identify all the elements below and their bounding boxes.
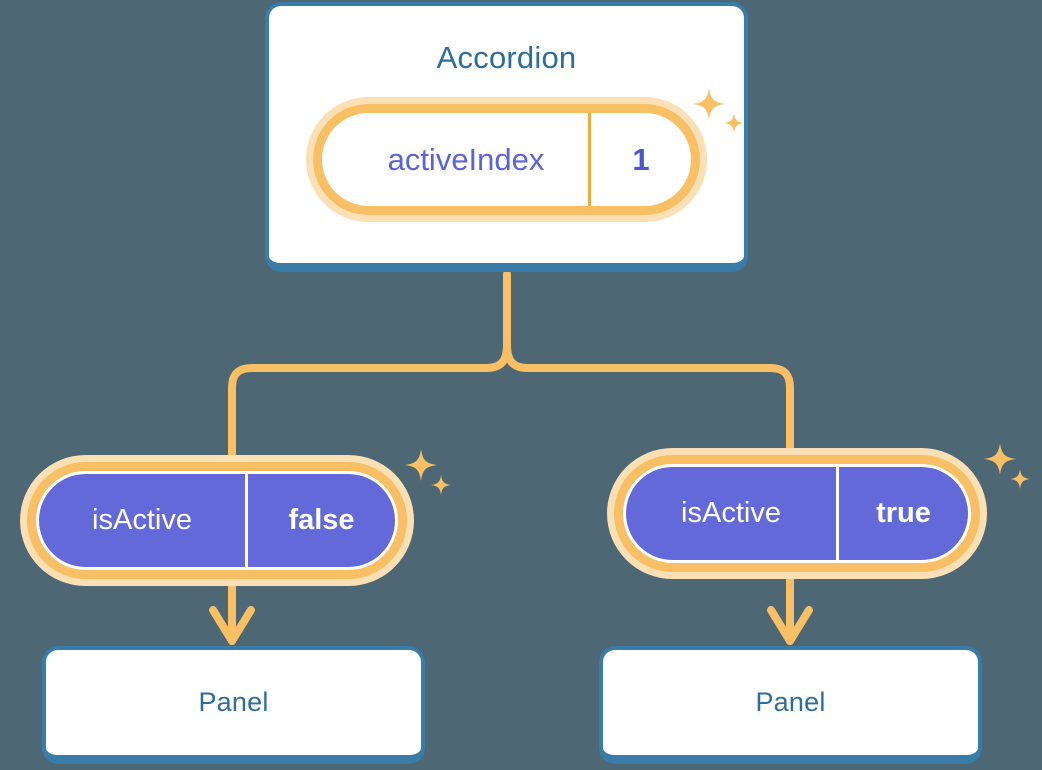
- prop-badge-ring: isActive true: [614, 455, 980, 572]
- prop-badge-ring: activeIndex 1: [313, 104, 700, 215]
- sparkle-cluster-right: [984, 443, 1030, 489]
- prop-badge-is-active-true[interactable]: isActive true: [607, 448, 987, 579]
- prop-badge-body: activeIndex 1: [322, 113, 691, 206]
- accordion-card-title: Accordion: [436, 40, 577, 75]
- prop-value-is-active-right: true: [836, 467, 968, 560]
- tree-branch-icon: [503, 341, 794, 457]
- panel-card-left[interactable]: Panel: [42, 646, 425, 764]
- prop-key-is-active-right: isActive: [681, 497, 781, 529]
- prop-badge-ring: isActive false: [27, 462, 407, 579]
- arrow-down-icon: [767, 575, 813, 645]
- prop-key-active-index: activeIndex: [387, 141, 545, 177]
- prop-badge-body: isActive false: [36, 471, 398, 570]
- sparkle-icon: [984, 443, 1016, 475]
- prop-value-is-active-left: false: [245, 474, 395, 567]
- prop-badge-body: isActive true: [623, 464, 971, 563]
- prop-key-is-active-left: isActive: [92, 504, 192, 536]
- panel-left-title: Panel: [198, 687, 269, 717]
- prop-badge-active-index[interactable]: activeIndex 1: [306, 97, 707, 222]
- panel-card-right[interactable]: Panel: [599, 646, 982, 764]
- sparkle-icon: [1010, 469, 1030, 489]
- prop-value-active-index: 1: [588, 113, 691, 206]
- prop-badge-is-active-false[interactable]: isActive false: [20, 455, 414, 586]
- sparkle-icon: [431, 475, 451, 495]
- sparkle-icon: [405, 449, 437, 481]
- panel-right-title: Panel: [755, 687, 826, 717]
- arrow-down-icon: [209, 582, 255, 645]
- tree-branch-icon: [228, 341, 511, 464]
